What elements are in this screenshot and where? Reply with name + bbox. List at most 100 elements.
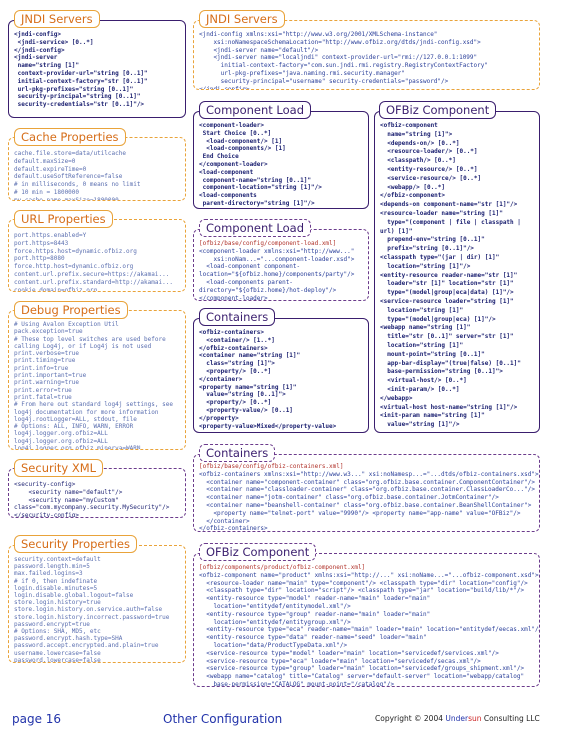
- code-line: <ofbiz-component name="product" xmlns:xs…: [199, 571, 539, 579]
- code-line: type="(model|group|eca|data) [1]"/>: [380, 289, 514, 297]
- code-line: password.encrypt.hash.type=SHA: [14, 635, 123, 643]
- box-title: JNDI Servers: [14, 10, 100, 28]
- copyright-prefix: Copyright © 2004: [375, 714, 446, 723]
- code-line: </webapp>: [380, 394, 413, 402]
- code-line: initial-context-factory="com.sun.jndi.rm…: [199, 62, 488, 70]
- code-line: directory="${ofbiz.home}/hot-deploy"/>: [199, 286, 337, 294]
- code-line: security-principal="username" security-c…: [199, 77, 449, 85]
- box-title: OFBiz Component: [379, 101, 497, 119]
- code-line: class="com.mycompany.security.MySecurity…: [14, 504, 170, 512]
- code-line: print.warning=true: [14, 379, 80, 387]
- code-line: [ofbiz/base/config/ofbiz-containers.xml]: [199, 463, 344, 470]
- code-line: </component-loader>: [199, 294, 268, 301]
- code-line: password.lowercase=false: [14, 656, 101, 663]
- code-line: print.verbose=true: [14, 350, 80, 358]
- code-line: <jndi-server name="localjndi" context-pr…: [199, 54, 478, 62]
- code-line: log4j.logger.org.ofbiz=ALL: [14, 437, 108, 445]
- code-line: value="string [1]"/>: [380, 421, 460, 429]
- code-line: <virtual-host host-name="string [1]"/>: [380, 403, 518, 411]
- code-line: </security-config>: [14, 512, 80, 518]
- code-line: </jndi-config>: [199, 85, 250, 90]
- code-line: # Options: SHA, MD5, etc: [14, 628, 101, 636]
- code-line: # From here out standard log4j settings,…: [14, 401, 173, 409]
- code-line: <property-value/> [0..1]: [199, 406, 293, 414]
- code-line: store.login.history=true: [14, 599, 101, 607]
- copyright-suffix: Consulting LLC: [481, 714, 540, 723]
- code-line: <webapp name="string [1]": [380, 324, 471, 332]
- code-line: mount-point="string [0..1]": [380, 350, 485, 358]
- code-line: <security-config>: [14, 481, 76, 488]
- code-lines: <jndi-config> <jndi-service> [0..*]</jnd…: [14, 31, 180, 109]
- code-line: # Using Avalon Exception Util: [14, 321, 119, 328]
- code-line: <resource-loader name="string [1]": [380, 209, 503, 217]
- brand-sun: sun: [468, 714, 482, 723]
- code-line: store.login.history.incorrect.password=t…: [14, 613, 170, 621]
- code-line: <classpath type="(jar | dir) [1]": [380, 253, 500, 261]
- code-line: <property/> [0..*]: [199, 367, 272, 375]
- code-line: # Options: ALL, INFO, WARN, ERROR: [14, 423, 134, 431]
- code-line: store.login.history.on.service.auth=fals…: [14, 606, 163, 614]
- box-title: Cache Properties: [14, 128, 126, 146]
- containers-schema-box: <ofbiz-containers> <container/> [1..*]</…: [193, 318, 369, 433]
- code-line: print.info=true: [14, 364, 69, 372]
- code-line: <entity-resource type="model" reader-nam…: [199, 595, 431, 603]
- component-load-example-box: [ofbiz/base/config/component-load.xml]<c…: [193, 229, 369, 301]
- box-title: Containers: [199, 444, 276, 462]
- code-line: component-location="string [1]"/>: [199, 184, 322, 192]
- brand-under: Under: [445, 714, 469, 723]
- code-line: <service-resource type="model" loader="m…: [199, 649, 499, 657]
- jndi-servers-schema-box: <jndi-config> <jndi-service> [0..*]</jnd…: [8, 20, 186, 118]
- ofbiz-component-example-box: [ofbiz/components/product/ofbiz-componen…: [193, 553, 540, 687]
- code-line: <init-param/> [0..*]: [380, 385, 460, 393]
- code-line: password.encrypt=true: [14, 620, 90, 628]
- code-line: </ofbiz-containers>: [199, 525, 268, 532]
- code-line: component-name="string [0..1]": [199, 176, 311, 184]
- code-line: <component-loader xmlns:xsi="http://www.…: [199, 247, 355, 255]
- code-line: <container name="jotm-container" class="…: [199, 494, 499, 502]
- code-line: base-permission="CATALOG" mount-point="/…: [199, 680, 395, 687]
- code-lines: <ofbiz-containers> <container/> [1..*]</…: [199, 329, 363, 430]
- code-line: <load-component component-: [199, 263, 301, 271]
- code-line: port.https.enabled=Y: [14, 232, 87, 239]
- code-line: <container name="classloader-container" …: [199, 486, 535, 494]
- code-line: <ofbiz-component: [380, 122, 438, 129]
- code-line: </ofbiz-component>: [380, 192, 446, 200]
- box-title: Component Load: [199, 101, 312, 119]
- code-line: <entity-resource/> [0..*]: [380, 165, 478, 173]
- component-load-schema-box: <component-loader> Start Choice [0..*] <…: [193, 111, 369, 209]
- code-line: <container name="beanshell-container" cl…: [199, 501, 532, 509]
- code-line: password.length.min=5: [14, 563, 90, 571]
- code-line: location="string [1]": [380, 306, 464, 314]
- ofbiz-component-schema-box: <ofbiz-component name="string [1]"> <dep…: [374, 111, 540, 433]
- code-line: url-pkg-prefixes="string [0..1]": [14, 85, 134, 93]
- code-line: security.context=default: [14, 556, 101, 563]
- code-line: <service-resource/> [0..*]: [380, 174, 482, 182]
- code-line: <jndi-config xmlns:xsi="http://www.w3.or…: [199, 31, 438, 38]
- code-line: <webapp name="catalog" title="Catalog" s…: [199, 673, 525, 681]
- code-line: <property name="string [1]": [199, 383, 297, 391]
- code-line: location="entitydef/entitymodel.xml"/>: [199, 602, 351, 610]
- code-line: url-pkg-prefixes="java.naming.rmi.securi…: [199, 69, 405, 77]
- box-title: JNDI Servers: [199, 10, 285, 28]
- code-line: <depends-on component-name="str [1]"/>: [380, 201, 518, 209]
- code-line: url) [1]": [380, 227, 413, 235]
- code-line: base-permission="string [0..1]">: [380, 368, 503, 376]
- code-line: calling Log4j, or if Log4j is not used: [14, 342, 152, 350]
- code-line: print.important=true: [14, 372, 87, 380]
- code-line: <container name="component-container" cl…: [199, 478, 535, 486]
- code-line: my.cache.name.maxSize=1800000: [14, 196, 119, 201]
- code-line: xsi:noNam...="...component-loader.xsd">: [199, 255, 355, 263]
- code-line: <entity-resource type="group" reader-nam…: [199, 610, 431, 618]
- code-line: <depends-on/> [0..*]: [380, 139, 460, 147]
- code-line: prefix="string [0..1]"/>: [380, 245, 474, 253]
- code-line: type="(component | file | classpath |: [380, 218, 521, 226]
- code-line: <service-resource loader="string [1]": [380, 297, 514, 305]
- box-title: Component Load: [199, 219, 312, 237]
- code-lines: <security-config> <security name="defaul…: [14, 481, 180, 518]
- code-line: <load-components/> [1]: [199, 145, 286, 153]
- code-line: location="${ofbiz.home}/components/party…: [199, 271, 355, 279]
- code-line: # in milliseconds, 0 means no limit: [14, 181, 141, 189]
- code-line: </ofbiz-containers>: [199, 344, 268, 352]
